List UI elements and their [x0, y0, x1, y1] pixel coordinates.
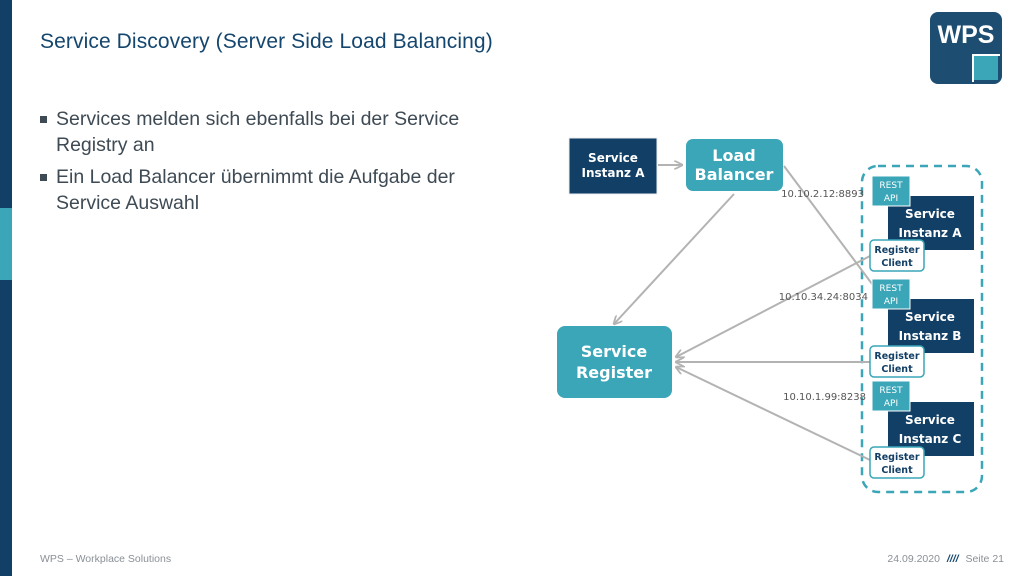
rest-api-badge — [871, 278, 911, 310]
rest-api-label-2: API — [884, 297, 898, 307]
bullet-item: Services melden sich ebenfalls bei der S… — [40, 106, 510, 158]
register-client-badge — [869, 446, 925, 479]
rest-api-label-1: REST — [879, 284, 903, 294]
instance-a-label-1: Service — [905, 207, 955, 221]
load-balancer-label-1: Load — [712, 146, 755, 165]
footer-date: 24.09.2020 — [887, 553, 940, 565]
instance-c-label-1: Service — [905, 413, 955, 427]
register-client-label-1: Register — [874, 245, 919, 256]
rest-api-label-1: REST — [879, 181, 903, 191]
rest-api-badge — [871, 380, 911, 412]
arrow-lb-to-registry — [614, 193, 735, 324]
instance-b-label-1: Service — [905, 310, 955, 324]
arrow-client-c-to-registry — [676, 367, 871, 461]
register-client-label-1: Register — [874, 351, 919, 362]
arrow-lb-to-instance-b — [783, 165, 884, 300]
footer-separator: //// — [946, 553, 959, 565]
register-client-label-2: Client — [881, 465, 913, 476]
instance-a-address: 10.10.2.12:8893 — [781, 189, 864, 200]
load-balancer-label-2: Balancer — [695, 165, 774, 184]
register-client-label-2: Client — [881, 364, 913, 375]
bullet-marker — [40, 174, 47, 181]
wps-logo: WPS — [930, 12, 1002, 84]
bullet-item: Ein Load Balancer übernimmt die Aufgabe … — [40, 164, 510, 216]
rest-api-label-2: API — [884, 399, 898, 409]
client-service-label-2: Instanz A — [582, 166, 646, 180]
footer-page-info: 24.09.2020 //// Seite 21 — [887, 553, 1004, 565]
bullet-text: Ein Load Balancer übernimmt die Aufgabe … — [56, 166, 455, 214]
left-accent-bar — [0, 0, 12, 576]
bullet-text: Services melden sich ebenfalls bei der S… — [56, 108, 460, 156]
service-register-label-1: Service — [581, 342, 648, 361]
instance-c-label-2: Instanz C — [899, 432, 962, 446]
register-client-badge — [869, 345, 925, 378]
connection-arrows — [614, 165, 884, 461]
rest-api-label-2: API — [884, 194, 898, 204]
service-register-label-2: Register — [576, 363, 652, 382]
register-client-label-1: Register — [874, 452, 919, 463]
instance-c-address: 10.10.1.99:8238 — [783, 392, 866, 403]
instance-a-label-2: Instanz A — [899, 226, 963, 240]
instance-b-address: 10.10.34.24:8034 — [779, 292, 868, 303]
client-service-node: Service Instanz A — [568, 137, 658, 195]
instances-group-boundary — [860, 164, 984, 494]
load-balancer-node: Load Balancer — [686, 139, 783, 191]
service-instance-c: Service Instanz C REST API Register Clie… — [783, 380, 974, 479]
register-client-badge — [869, 239, 925, 272]
rest-api-label-1: REST — [879, 386, 903, 396]
service-instance-a: Service Instanz A REST API Register Clie… — [781, 175, 974, 272]
bullet-marker — [40, 116, 47, 123]
instance-b-label-2: Instanz B — [899, 329, 962, 343]
footer-page-number: Seite 21 — [965, 553, 1004, 565]
left-accent-highlight — [0, 208, 12, 280]
register-client-label-2: Client — [881, 258, 913, 269]
client-service-label-1: Service — [588, 151, 638, 165]
footer-company: WPS – Workplace Solutions — [40, 553, 172, 565]
service-instance-b: Service Instanz B REST API Register Clie… — [779, 278, 974, 378]
wps-logo-text: WPS — [938, 21, 995, 49]
slide-title: Service Discovery (Server Side Load Bala… — [40, 30, 493, 53]
bullet-list: Services melden sich ebenfalls bei der S… — [40, 106, 510, 222]
rest-api-badge — [871, 175, 911, 207]
arrow-client-a-to-registry — [676, 255, 871, 357]
service-register-node: Service Register — [557, 326, 672, 398]
